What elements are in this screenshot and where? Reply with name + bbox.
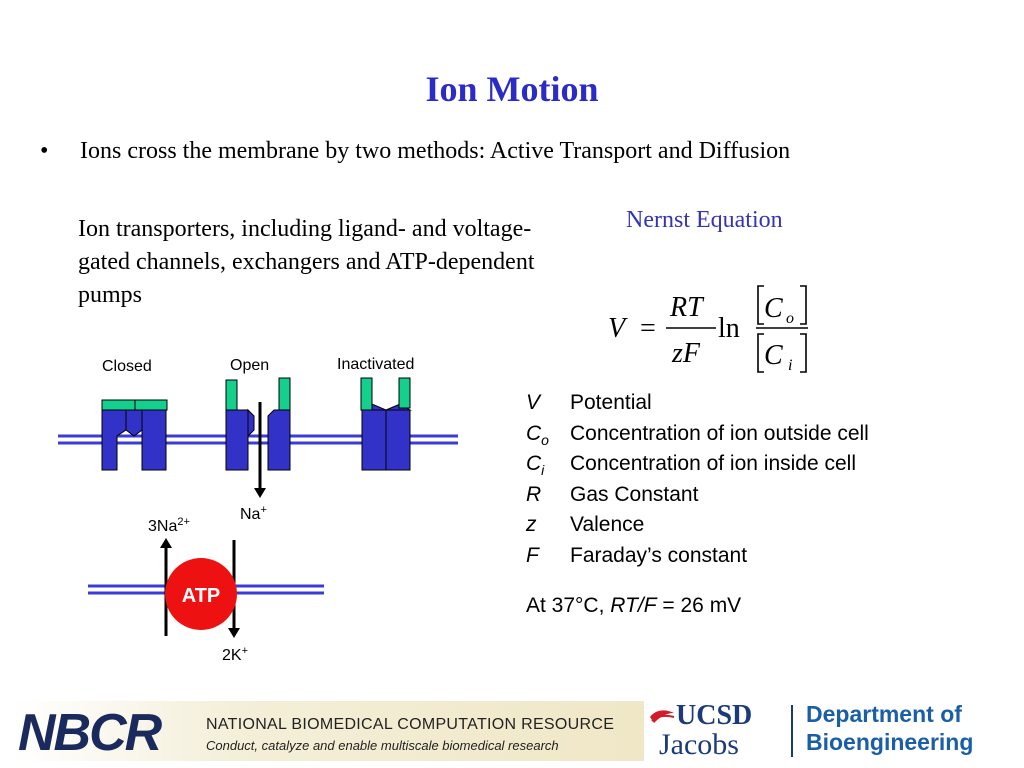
- nbcr-logo: NBCR: [18, 704, 162, 762]
- equation-c-inside: C: [764, 340, 783, 371]
- inactivated-label: Inactivated: [337, 356, 414, 373]
- legend-row: R Gas Constant: [526, 483, 869, 514]
- inactivated-channel: [360, 377, 412, 471]
- ucsd-logo-text: UCSD: [676, 700, 753, 731]
- k-influx-arrow-head: [228, 628, 240, 638]
- transporters-description: Ion transporters, including ligand- and …: [78, 216, 535, 308]
- department-name: Department of Bioengineering: [806, 700, 973, 756]
- legend-description: Gas Constant: [570, 482, 699, 506]
- bracket-right-top: [800, 285, 807, 325]
- nernst-equation-title: Nernst Equation: [626, 207, 783, 233]
- legend-symbol: R: [526, 482, 542, 506]
- bracket-right-bottom: [800, 333, 807, 373]
- legend-symbol: Ci: [526, 452, 545, 479]
- bullet-marker: •: [40, 138, 49, 164]
- open-gate-right: [278, 377, 291, 411]
- symbol-legend: V Potential Co Concentration of ion outs…: [526, 391, 869, 618]
- jacobs-logo-text: Jacobs: [659, 728, 739, 761]
- legend-symbol: Co: [526, 421, 549, 448]
- legend-symbol: F: [526, 543, 539, 567]
- equation-equals: =: [640, 313, 656, 344]
- legend-symbol: z: [526, 513, 537, 536]
- slide-title: Ion Motion: [425, 69, 599, 109]
- rt-f-note: At 37°C, RT/F = 26 mV: [526, 594, 742, 617]
- 2k-label: 2K+: [222, 645, 248, 664]
- inactivated-gate-right: [398, 377, 411, 409]
- equation-denominator: zF: [671, 338, 701, 369]
- nbcr-tagline: Conduct, catalyze and enable multiscale …: [206, 738, 559, 753]
- ion-channel-diagram: Closed Open Inactivated Na+ ATP 3Na2+ 2K…: [58, 356, 458, 664]
- legend-symbol: V: [526, 391, 541, 414]
- legend-row: Ci Concentration of ion inside cell: [526, 452, 869, 483]
- legend-description: Faraday’s constant: [570, 543, 748, 567]
- inactivated-gate-left: [360, 377, 373, 411]
- department-line-2: Bioengineering: [806, 729, 974, 755]
- equation-c-outside: C: [764, 293, 783, 324]
- equation-ln: ln: [718, 313, 740, 344]
- legend-row: V Potential: [526, 391, 869, 422]
- open-channel: [225, 377, 291, 498]
- department-line-1: Department of: [806, 701, 962, 727]
- nernst-equation: V = RT zF ln C o C i: [608, 285, 808, 374]
- atp-pump: [165, 558, 237, 630]
- footer-divider: [791, 705, 793, 757]
- legend-row: F Faraday’s constant: [526, 544, 869, 575]
- open-label: Open: [230, 357, 269, 374]
- closed-label: Closed: [102, 358, 152, 375]
- na-efflux-arrow-head: [160, 538, 172, 548]
- na-arrow-head: [254, 488, 266, 498]
- bullet-text: Ions cross the membrane by two methods: …: [80, 138, 791, 164]
- legend-description: Concentration of ion inside cell: [570, 452, 857, 475]
- closed-gate-right: [134, 399, 168, 411]
- equation-v: V: [608, 313, 628, 344]
- na-label: Na+: [240, 504, 267, 523]
- legend-row: z Valence: [526, 513, 869, 544]
- nbcr-name: NATIONAL BIOMEDICAL COMPUTATION RESOURCE: [206, 716, 615, 733]
- legend-row: Co Concentration of ion outside cell: [526, 422, 869, 453]
- open-gate-left: [225, 379, 238, 411]
- closed-channel: [101, 399, 168, 471]
- bracket-left-top: [757, 285, 764, 325]
- legend-description: Potential: [570, 391, 652, 414]
- 3na-label: 3Na2+: [148, 516, 190, 535]
- equation-numerator: RT: [669, 292, 705, 323]
- atp-label: ATP: [182, 585, 221, 607]
- bracket-left-bottom: [757, 333, 764, 373]
- ucsd-flame-icon: [650, 710, 675, 723]
- legend-description: Concentration of ion outside cell: [570, 421, 869, 445]
- equation-c-inside-sub: i: [788, 357, 792, 374]
- nbcr-banner: [12, 701, 644, 761]
- closed-gate-left: [101, 399, 136, 411]
- equation-c-outside-sub: o: [786, 310, 794, 327]
- legend-description: Valence: [570, 513, 645, 536]
